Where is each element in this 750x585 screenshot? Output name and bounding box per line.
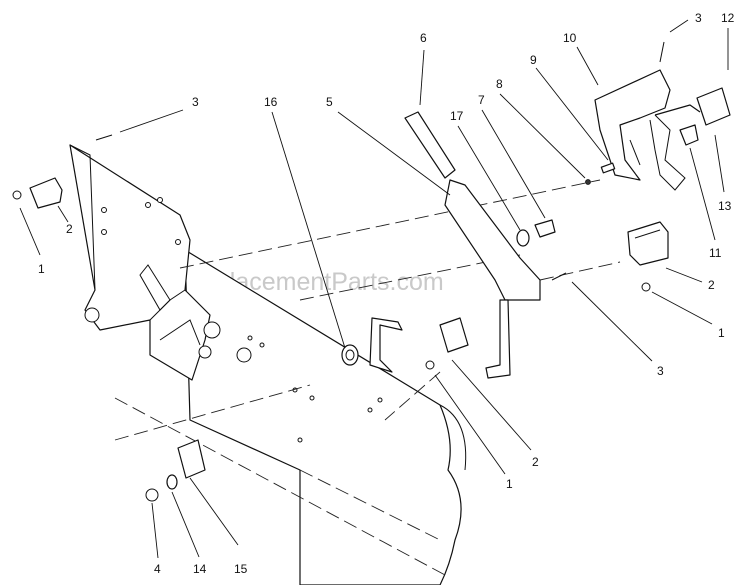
nut-left — [12, 190, 22, 200]
washer-17 — [516, 229, 530, 247]
side-panel — [184, 249, 462, 585]
callout-4: 4 — [154, 562, 161, 576]
callout-1-left: 1 — [38, 262, 45, 276]
screw-8 — [585, 179, 591, 185]
screw-3-left — [95, 134, 113, 141]
callout-13: 13 — [718, 199, 732, 213]
pin-9 — [600, 162, 616, 174]
callout-3-left: 3 — [192, 95, 199, 109]
mounting-plate — [69, 144, 211, 381]
callout-2-center: 2 — [532, 455, 539, 469]
callout-6: 6 — [420, 31, 427, 45]
callout-1-center: 1 — [506, 477, 513, 491]
callout-7: 7 — [478, 93, 485, 107]
lever-rod — [485, 299, 511, 379]
callout-3-top: 3 — [695, 11, 702, 25]
callout-2-right: 2 — [708, 278, 715, 292]
switch-center — [439, 317, 469, 353]
callout-10: 10 — [563, 31, 577, 45]
screw-3-mid — [551, 272, 567, 281]
callout-15: 15 — [234, 562, 248, 576]
lever-arm — [444, 179, 541, 301]
hidden-edge-panel — [114, 397, 446, 576]
callout-12: 12 — [721, 11, 735, 25]
leader-lines — [19, 19, 729, 559]
upper-bracket — [594, 69, 671, 181]
handle-grip — [404, 111, 456, 179]
callout-16: 16 — [264, 95, 278, 109]
bolt-11 — [679, 124, 699, 146]
pivot-block-15 — [177, 439, 206, 479]
callout-8: 8 — [496, 77, 503, 91]
callout-2-left: 2 — [66, 222, 73, 236]
bolt-7 — [534, 219, 556, 238]
callout-3-mid: 3 — [657, 364, 664, 378]
bracket-hook — [654, 104, 701, 116]
switch-right — [627, 221, 669, 266]
washer-14 — [166, 474, 178, 490]
alignment-line-upper — [179, 179, 601, 269]
callout-14: 14 — [193, 562, 207, 576]
nut-4 — [145, 488, 159, 502]
callout-17: 17 — [450, 109, 464, 123]
guard-bracket — [369, 317, 403, 373]
callout-1-right: 1 — [718, 326, 725, 340]
connector-13 — [696, 87, 731, 126]
screw-3-top — [659, 41, 665, 63]
callout-9: 9 — [530, 53, 537, 67]
callout-5: 5 — [326, 95, 333, 109]
switch-left — [29, 177, 63, 209]
callout-11: 11 — [709, 246, 722, 260]
